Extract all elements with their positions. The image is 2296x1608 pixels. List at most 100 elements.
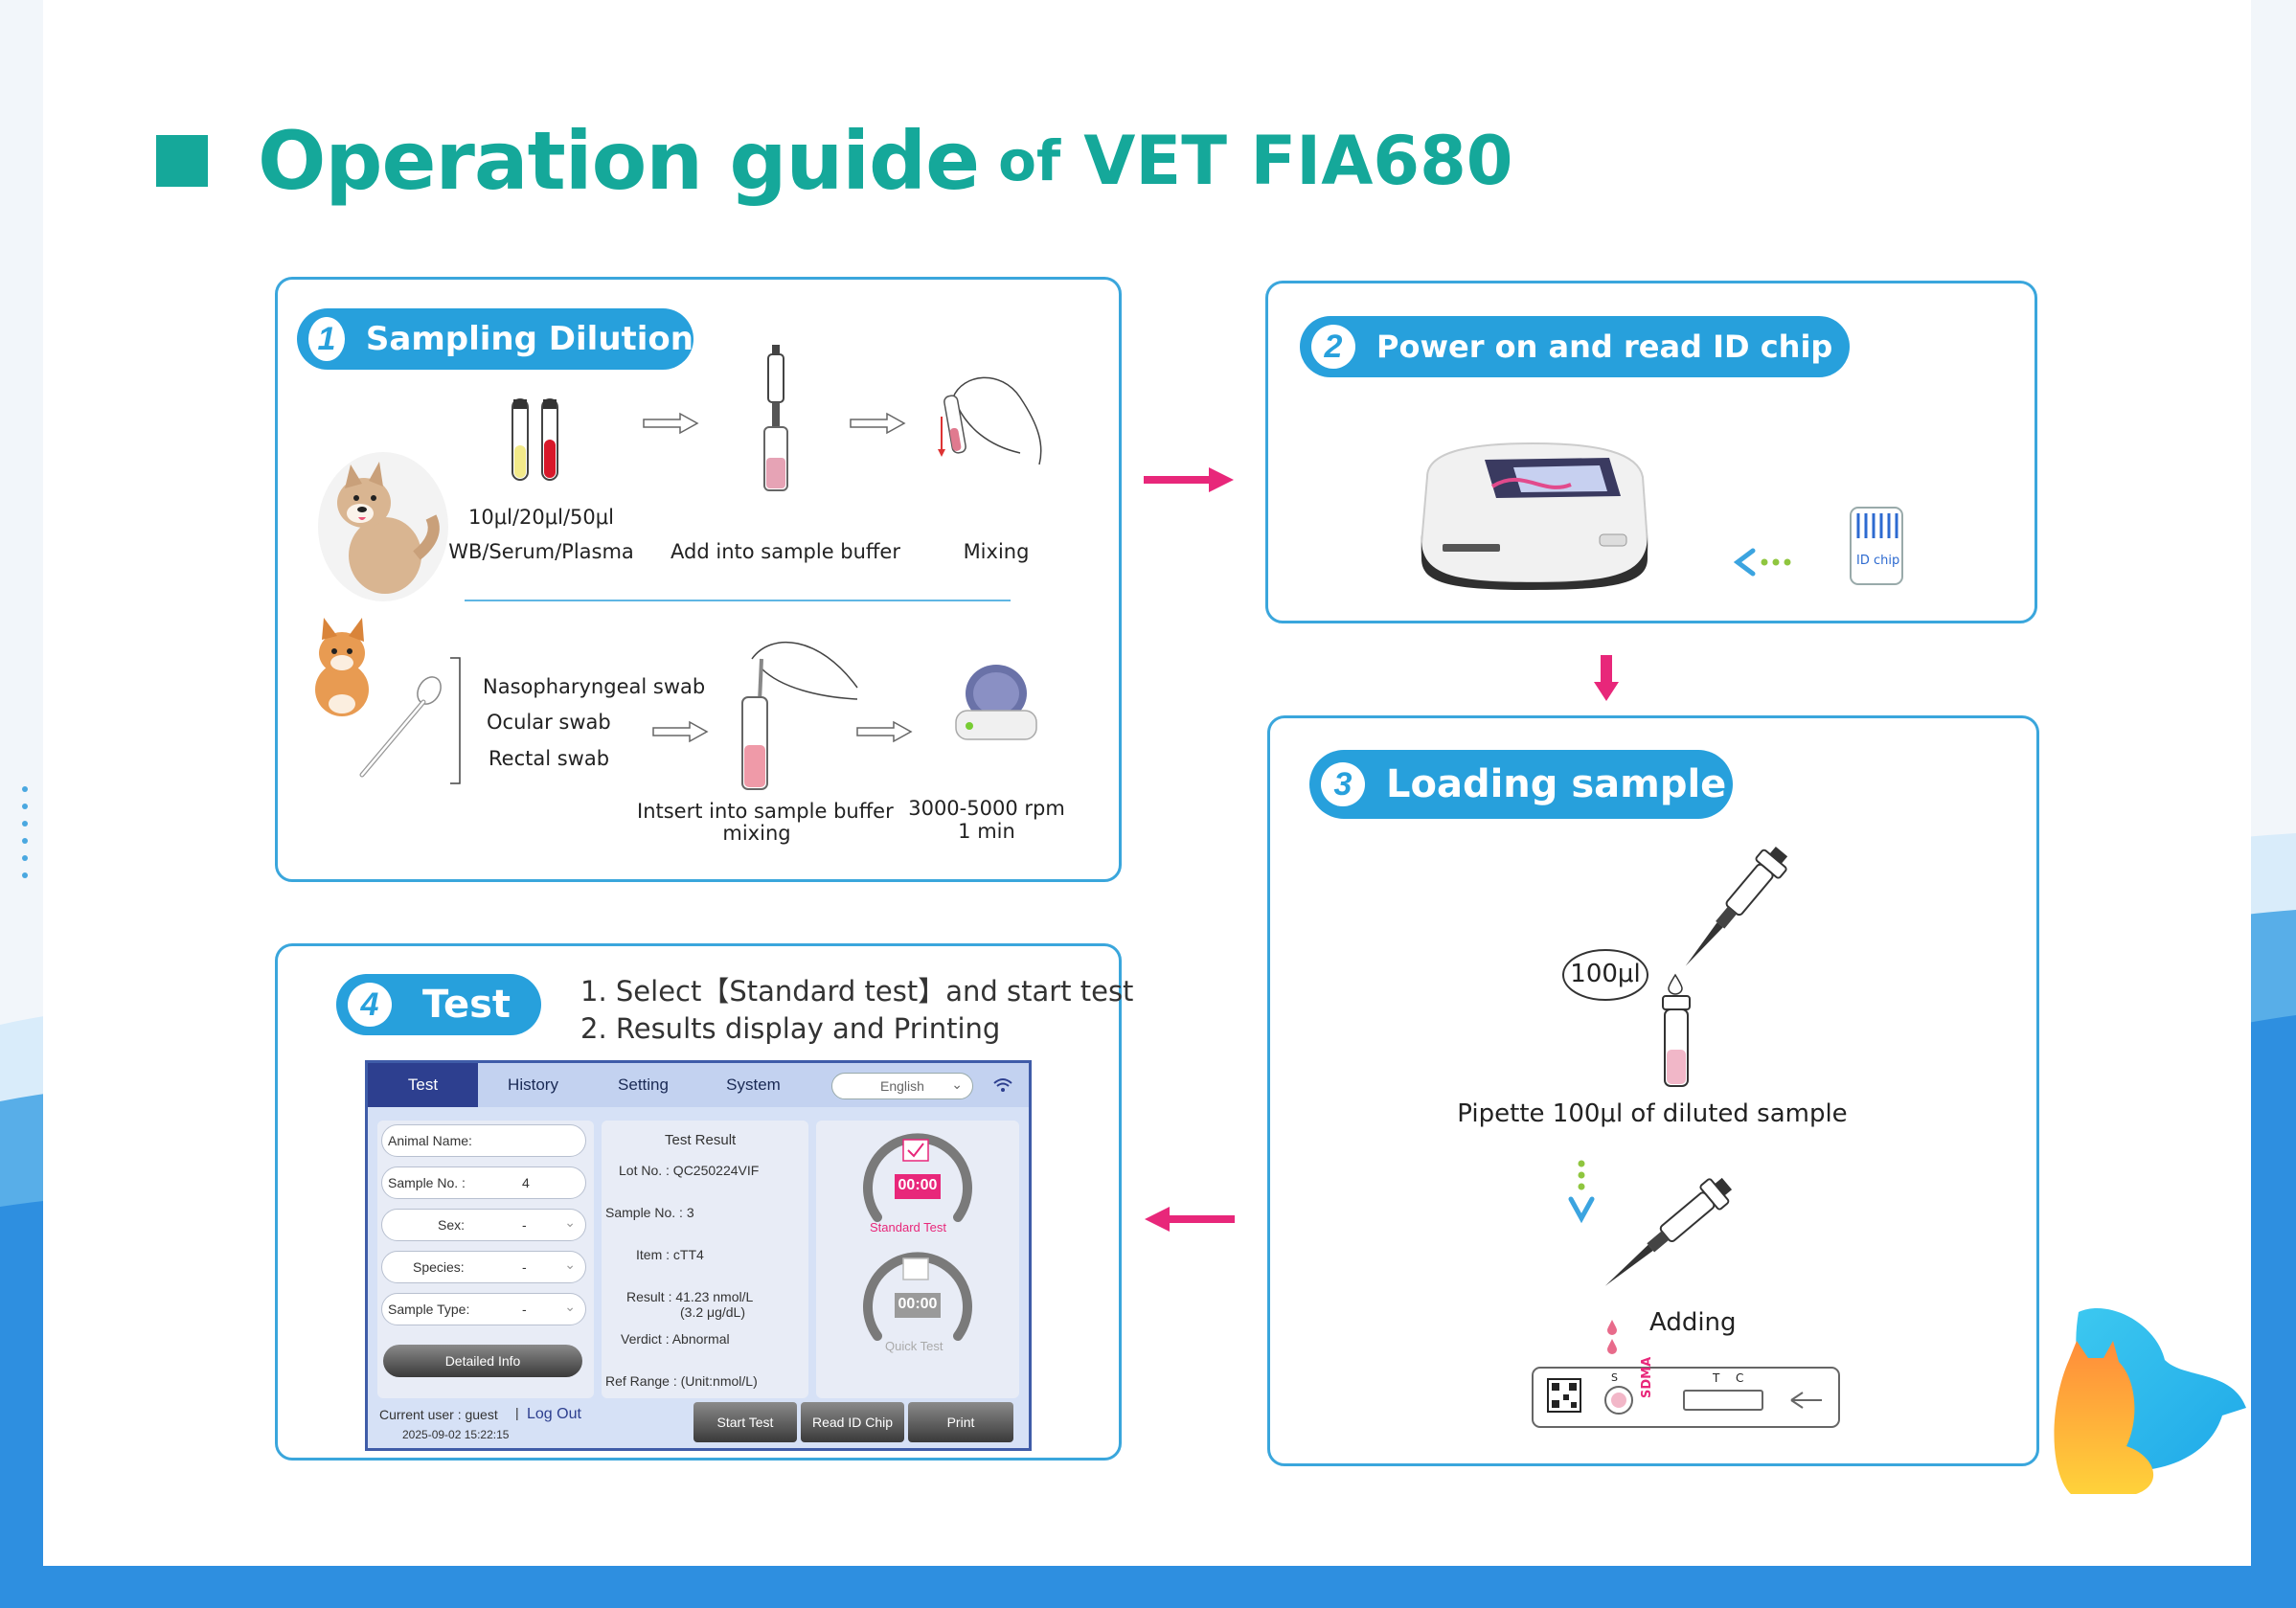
arrow-right-outline-icon [643,412,699,435]
sample-type-value: - [522,1302,527,1317]
read-id-chip-button[interactable]: Read ID Chip [801,1402,904,1442]
step2-number: 2 [1311,325,1355,369]
analyzer-device-icon [1420,442,1649,590]
test-result-card: Test Result Lot No. : QC250224VIF Sample… [602,1121,808,1398]
tab-setting[interactable]: Setting [618,1076,669,1094]
tubes-caption-type: WB/Serum/Plasma [448,540,634,563]
mixing-caption: Mixing [963,540,1030,563]
species-select[interactable]: Species: - ⌄ [381,1251,586,1283]
tubes-caption-volume: 10μl/20μl/50μl [468,506,614,529]
sample-no-value: 4 [522,1175,530,1190]
animal-name-label: Animal Name: [388,1133,472,1148]
title-main: Operation guide [258,114,980,208]
dotted-arrow-left-icon [1733,548,1791,577]
arrow-right-outline-icon [652,720,709,743]
cassette-brand: SDMA [1640,1356,1654,1398]
result-title: Test Result [665,1132,737,1148]
section-divider [465,600,1011,601]
chevron-down-icon: ⌄ [564,1214,576,1230]
arrow-right-pink-icon [1144,467,1234,492]
test-instruction-2: 2. Results display and Printing [580,1012,1001,1045]
tab-history[interactable]: History [508,1076,558,1094]
pipette-icon [1685,846,1788,966]
animal-name-field[interactable]: Animal Name: [381,1124,586,1157]
pipette-diluted-caption: Pipette 100μl of diluted sample [1457,1099,1848,1128]
panel-loading-sample [1267,715,2039,1466]
cassette-t: T [1713,1371,1720,1385]
step1-badge: 1 Sampling Dilution [297,308,693,370]
tab-system[interactable]: System [726,1076,781,1094]
species-label: Species: [413,1259,465,1275]
pipette-tube-icon [763,345,788,491]
step3-number: 3 [1321,762,1365,806]
standard-test-dial[interactable] [858,1126,977,1232]
sex-label: Sex: [438,1217,466,1233]
dog-icon [318,452,448,601]
cassette-s: S [1611,1371,1618,1384]
step4-badge: 4 Test [336,974,541,1035]
wifi-icon [993,1078,1012,1092]
sex-select[interactable]: Sex: - ⌄ [381,1209,586,1241]
sample-type-label: Sample Type: [388,1302,470,1317]
title-of: of [998,128,1061,193]
bracket-icon [450,657,461,784]
arrow-left-pink-icon [1145,1207,1235,1232]
result-item: Item : cTT4 [636,1247,704,1262]
screen-datetime: 2025-09-02 15:22:15 [402,1428,510,1441]
centrifuge-speed: 3000-5000 rpm [908,797,1065,820]
test-instruction-1: 1. Select【Standard test】and start test [580,975,1134,1008]
sample-type-select[interactable]: Sample Type: - ⌄ [381,1293,586,1325]
id-chip-label: ID chip [1856,554,1900,568]
print-button[interactable]: Print [908,1402,1013,1442]
centrifuge-time: 1 min [958,820,1015,843]
language-value: English [880,1078,924,1094]
result-ref-range: Ref Range : (Unit:nmol/L) [605,1373,758,1389]
pipette-adding-icon [1604,1177,1733,1286]
sample-no-field[interactable]: Sample No. : 4 [381,1166,586,1199]
centrifuge-icon [955,665,1037,740]
page-title: Operation guide of VET FIA680 [156,113,1513,209]
quick-test-timer: 00:00 [898,1296,938,1312]
detailed-info-button[interactable]: Detailed Info [383,1345,582,1377]
result-value-alt: (3.2 μg/dL) [680,1304,745,1320]
screen-tab-bar: Test History Setting System English ⌄ [368,1063,1029,1107]
arrow-down-pink-icon [1594,655,1619,701]
sex-value: - [522,1217,527,1233]
result-value: Result : 41.23 nmol/L [626,1289,754,1304]
result-lot: Lot No. : QC250224VIF [619,1163,760,1178]
log-out-link[interactable]: Log Out [527,1406,581,1422]
pets-logo-icon [2054,1307,2246,1494]
step1-label: Sampling Dilution [365,320,693,358]
tab-test[interactable]: Test [368,1063,478,1107]
title-model: VET FIA680 [1083,122,1513,200]
arrow-right-outline-icon [850,412,906,435]
volume-bubble-icon [1562,949,1648,1001]
adding-label: Adding [1649,1308,1737,1337]
patient-info-card: Animal Name: Sample No. : 4 Sex: - ⌄ Spe… [377,1121,594,1398]
language-select[interactable]: English ⌄ [831,1073,973,1099]
cassette-c: C [1736,1371,1744,1385]
chevron-down-icon: ⌄ [951,1076,963,1092]
step4-label: Test [422,983,511,1027]
chevron-down-icon: ⌄ [564,1257,576,1272]
dotted-arrow-down-icon [1568,1160,1595,1224]
insert-caption-mixing: mixing [722,822,791,845]
standard-test-label: Standard Test [870,1220,946,1234]
step4-number: 4 [348,983,392,1027]
volume-label: 100μl [1570,960,1641,988]
pipette-caption: Add into sample buffer [671,540,900,563]
swab-ocular: Ocular swab [487,711,611,734]
swab-nasopharyngeal: Nasopharyngeal swab [483,675,706,698]
start-test-button[interactable]: Start Test [693,1402,797,1442]
result-sample: Sample No. : 3 [605,1205,694,1220]
test-cassette-icon [1532,1367,1840,1428]
analyzer-screen: Test History Setting System English ⌄ An… [365,1060,1032,1451]
hand-insert-swab-icon [741,641,858,790]
result-verdict: Verdict : Abnormal [621,1331,730,1347]
step2-badge: 2 Power on and read ID chip [1300,316,1850,377]
insert-caption: Intsert into sample buffer [637,800,894,823]
test-mode-card: 00:00 Standard Test 00:00 Quick Test [816,1121,1019,1398]
step1-number: 1 [308,317,345,361]
blood-tubes-icon [511,398,558,481]
quick-test-dial[interactable] [858,1245,977,1350]
